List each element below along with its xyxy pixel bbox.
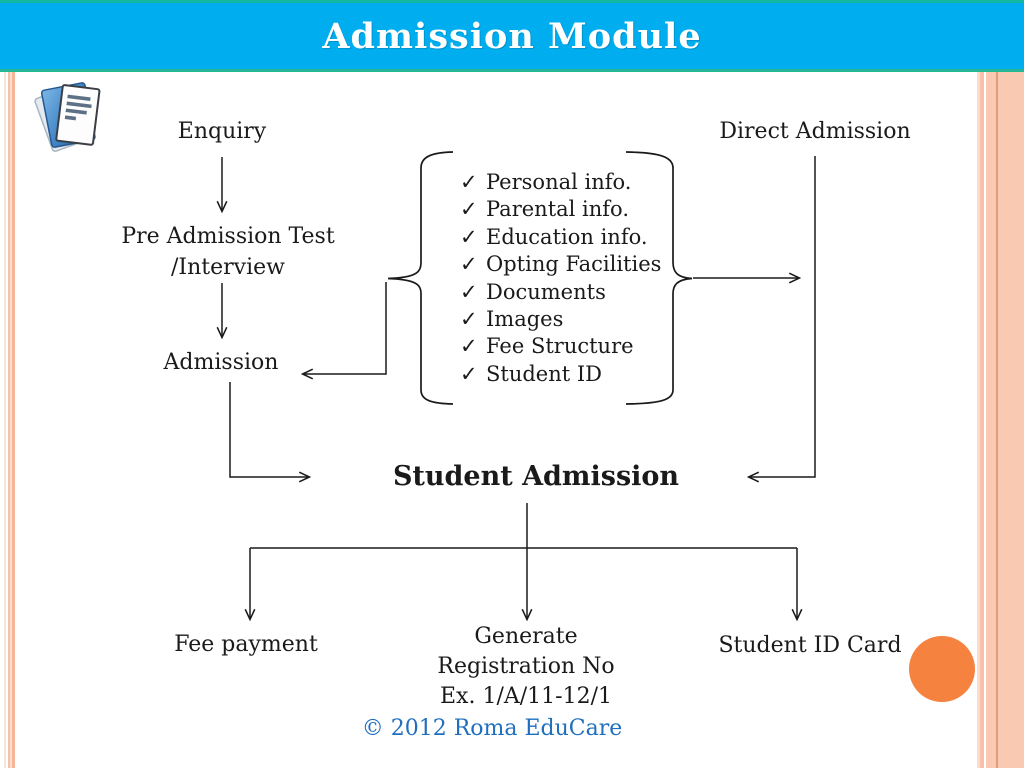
orange-circle-decoration bbox=[909, 636, 975, 702]
check-icon: ✓ bbox=[460, 197, 478, 222]
list-item: ✓Student ID bbox=[460, 361, 661, 388]
left-brace bbox=[387, 151, 454, 405]
check-icon: ✓ bbox=[460, 306, 478, 331]
check-icon: ✓ bbox=[460, 170, 478, 194]
node-fee-payment: Fee payment bbox=[174, 632, 318, 657]
check-icon: ✓ bbox=[460, 224, 478, 249]
arrow-admission-to-student bbox=[229, 382, 309, 477]
node-admission: Admission bbox=[163, 350, 279, 375]
right-stripe-border bbox=[975, 72, 1024, 768]
check-icon: ✓ bbox=[460, 334, 478, 359]
list-item: ✓Documents bbox=[460, 279, 661, 306]
node-direct-admission: Direct Admission bbox=[719, 119, 911, 144]
node-enquiry: Enquiry bbox=[177, 119, 267, 144]
list-item: ✓Images bbox=[460, 306, 661, 333]
list-item: ✓Education info. bbox=[460, 224, 661, 251]
list-item: ✓Parental info. bbox=[460, 196, 661, 223]
admission-form-checklist: ✓Personal info. ✓Parental info. ✓Educati… bbox=[460, 169, 661, 388]
node-pre-admission-test: Pre Admission Test /Interview bbox=[121, 224, 335, 280]
page-title: Admission Module bbox=[322, 15, 702, 57]
check-icon: ✓ bbox=[460, 279, 478, 304]
arrow-brace-to-admission bbox=[303, 282, 387, 374]
check-icon: ✓ bbox=[460, 361, 478, 386]
list-item: ✓Fee Structure bbox=[460, 333, 661, 360]
arrow-direct-to-student bbox=[749, 156, 816, 477]
node-student-admission: Student Admission bbox=[392, 461, 680, 492]
node-student-id-card: Student ID Card bbox=[718, 633, 902, 658]
left-stripe-border bbox=[0, 72, 18, 768]
documents-icon bbox=[34, 82, 101, 152]
check-icon: ✓ bbox=[460, 252, 478, 277]
title-banner: Admission Module bbox=[0, 0, 1024, 72]
list-item: ✓Opting Facilities bbox=[460, 251, 661, 278]
list-item: ✓Personal info. bbox=[460, 169, 661, 196]
copyright-text: © 2012 Roma EduCare bbox=[361, 716, 623, 741]
node-generate-registration: Generate Registration No Ex. 1/A/11-12/1 bbox=[437, 624, 615, 709]
